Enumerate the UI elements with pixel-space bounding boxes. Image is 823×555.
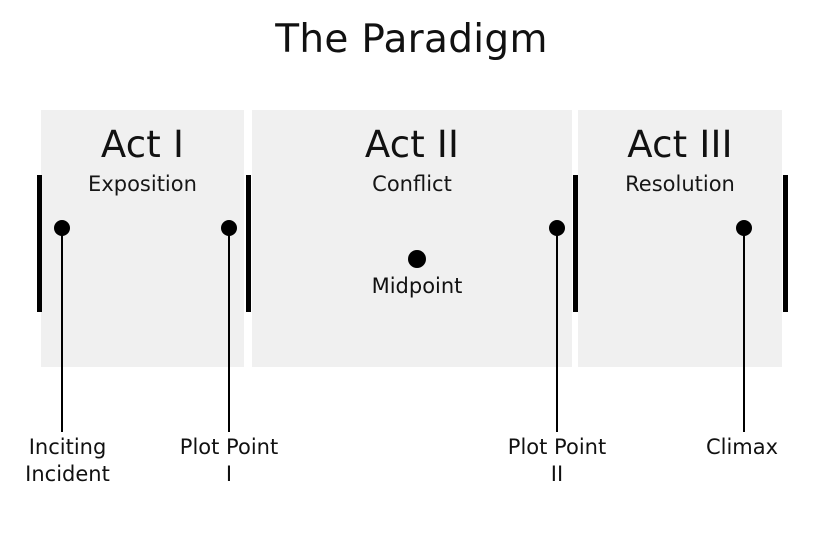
inciting-incident-label: Inciting Incident [25, 435, 110, 486]
plot-point-1-label: Plot Point I [179, 435, 279, 486]
midpoint-label: Midpoint [371, 274, 463, 298]
act-block-2[interactable]: Act II Conflict [252, 110, 572, 367]
climax-dot [736, 220, 752, 236]
plot-point-2-label: Plot Point II [507, 435, 607, 486]
act-3-heading: Act III [627, 123, 733, 166]
climax-stem [743, 232, 745, 432]
divider-act2-act3 [573, 175, 578, 312]
act-block-1[interactable]: Act I Exposition [41, 110, 244, 367]
act-2-heading: Act II [364, 123, 460, 166]
plot-point-2-dot [549, 220, 565, 236]
plot-point-1-dot [221, 220, 237, 236]
act-block-3[interactable]: Act III Resolution [578, 110, 782, 367]
divider-act1-start [37, 175, 42, 312]
act-3-subheading: Resolution [625, 172, 735, 196]
climax-label: Climax [705, 435, 779, 459]
plot-point-2-stem [556, 232, 558, 432]
act-1-heading: Act I [100, 123, 185, 166]
plot-point-1-stem [228, 232, 230, 432]
divider-act1-act2 [246, 175, 251, 312]
page-title: The Paradigm [275, 17, 548, 62]
midpoint-dot [408, 250, 426, 268]
inciting-incident-dot [54, 220, 70, 236]
act-2-subheading: Conflict [372, 172, 452, 196]
divider-act3-end [783, 175, 788, 312]
inciting-incident-stem [61, 232, 63, 432]
act-1-subheading: Exposition [88, 172, 197, 196]
